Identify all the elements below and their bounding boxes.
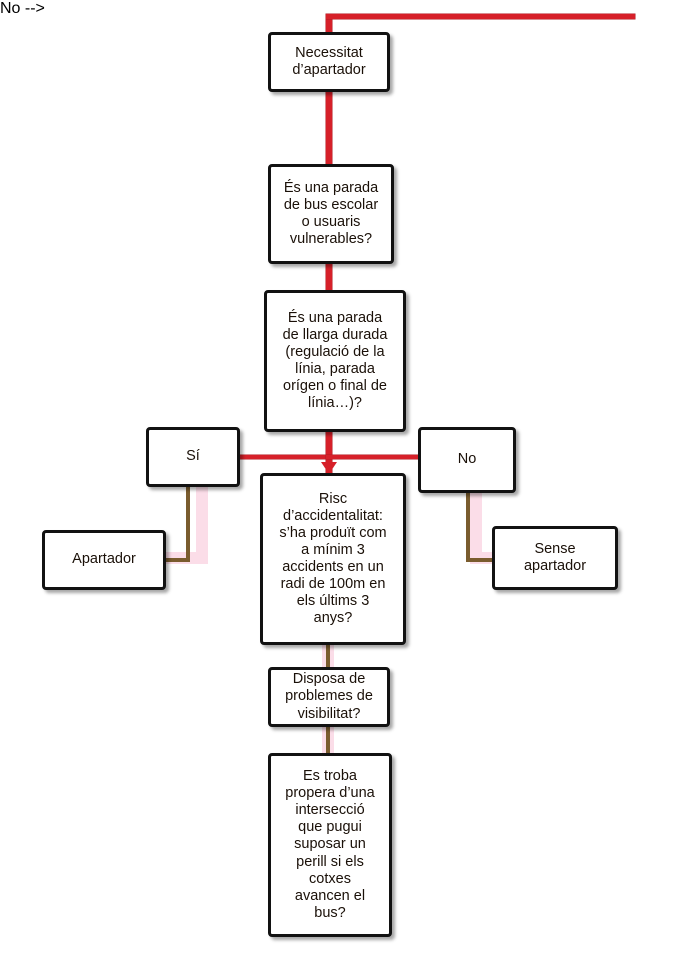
node-outcome-sense-apartador[interactable]: Sense apartador — [492, 526, 618, 590]
node-question-long-stop[interactable]: És una parada de llarga durada (regulaci… — [264, 290, 406, 432]
node-question-intersection[interactable]: Es troba propera d’una intersecció que p… — [268, 753, 392, 937]
connector-arrowhead-down — [321, 462, 337, 474]
connector-accident-risk-to-visibility — [326, 641, 330, 669]
node-question-long-stop-label: És una parada de llarga durada (regulaci… — [282, 309, 388, 412]
node-start-label: Necessitat d’apartador — [292, 44, 366, 78]
connector-long-stop-to-accident-risk — [326, 430, 332, 490]
node-answer-no[interactable]: No — [418, 427, 516, 493]
connector-yes-halo-vertical — [196, 484, 208, 564]
connector-start-to-school-bus — [326, 92, 332, 172]
node-outcome-apartador[interactable]: Apartador — [42, 530, 166, 590]
node-question-school-bus[interactable]: És una parada de bus escolar o usuaris v… — [268, 164, 394, 264]
node-outcome-sense-apartador-label: Sense apartador — [523, 540, 587, 574]
connector-yes-to-apartador-vertical — [186, 484, 190, 562]
connector-top-right-run — [326, 14, 635, 19]
node-start[interactable]: Necessitat d’apartador — [268, 32, 390, 92]
connector-visibility-to-intersection — [326, 725, 330, 755]
connector-start-up — [326, 14, 332, 40]
node-answer-yes-label: Sí — [186, 448, 200, 465]
node-outcome-apartador-label: Apartador — [72, 551, 136, 568]
node-question-visibility[interactable]: Disposa de problemes de visibilitat? — [268, 667, 390, 727]
node-question-intersection-label: Es troba propera d’una intersecció que p… — [285, 768, 375, 921]
node-answer-no-label: No — [457, 451, 477, 468]
connector-no-to-sense-apartador-vertical — [466, 492, 470, 562]
connector-no-branch — [326, 455, 422, 459]
node-question-accident-risk[interactable]: Risc d’accidentalitat: s’ha produït com … — [260, 473, 406, 645]
connector-yes-branch — [236, 455, 332, 459]
node-question-school-bus-label: És una parada de bus escolar o usuaris v… — [283, 179, 379, 248]
connector-yes-to-apartador-horizontal — [150, 558, 190, 562]
node-question-accident-risk-label: Risc d’accidentalitat: s’ha produït com … — [279, 490, 387, 627]
node-question-visibility-label: Disposa de problemes de visibilitat? — [285, 671, 373, 722]
connector-no-to-sense-apartador-horizontal — [466, 558, 502, 562]
connector-no-halo-vertical — [470, 492, 482, 564]
connector-school-bus-to-long-stop — [326, 262, 332, 308]
node-answer-yes[interactable]: Sí — [146, 427, 240, 487]
